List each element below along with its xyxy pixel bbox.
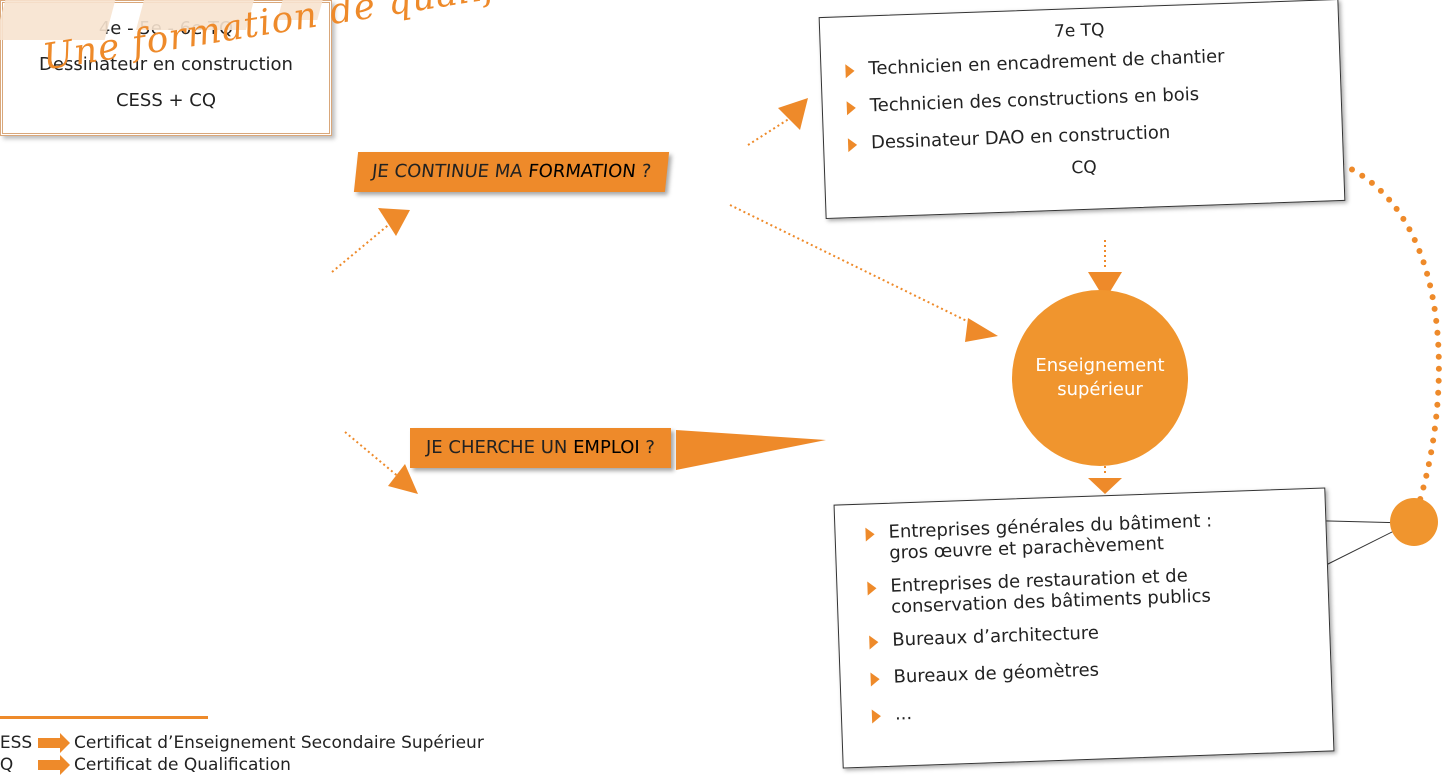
job-banner-pointer bbox=[676, 430, 826, 470]
list-item: Technicien en encadrement de chantier bbox=[845, 42, 1339, 80]
chevron-right-icon bbox=[869, 635, 879, 650]
chevron-right-icon bbox=[846, 100, 857, 116]
legend-abbr: CQ bbox=[0, 755, 14, 775]
chevron-right-icon bbox=[865, 527, 875, 542]
job-item-4: Bureaux de géomètres bbox=[893, 659, 1100, 688]
legend-row: CQ Certificat de Qualification bbox=[0, 754, 484, 776]
chevron-right-icon bbox=[845, 63, 855, 79]
higher-ed-line1: Enseignement bbox=[1035, 355, 1165, 376]
seventh-item-1: Technicien en encadrement de chantier bbox=[868, 46, 1225, 80]
chevron-right-icon bbox=[847, 137, 858, 153]
legend-meaning: Certificat d’Enseignement Secondaire Sup… bbox=[74, 733, 484, 753]
list-item: Bureaux de géomètres bbox=[870, 651, 1330, 688]
list-item: Dessinateur DAO en construction bbox=[847, 116, 1342, 154]
higher-education-circle: Enseignement supérieur bbox=[1012, 290, 1188, 466]
seventh-item-2: Technicien des constructions en bois bbox=[869, 83, 1200, 117]
job-item-5: ... bbox=[894, 703, 913, 725]
legend-meaning: Certificat de Qualification bbox=[74, 755, 291, 775]
jobs-box: Entreprises générales du bâtiment :gros … bbox=[833, 487, 1335, 769]
chevron-right-icon bbox=[870, 672, 880, 687]
job-item-3: Bureaux d’architecture bbox=[891, 622, 1100, 651]
list-item: Entreprises générales du bâtiment :gros … bbox=[865, 507, 1326, 565]
list-item: ... bbox=[871, 688, 1332, 725]
legend: CESS Certificat d’Enseignement Secondair… bbox=[0, 732, 484, 776]
legend-rule bbox=[0, 716, 208, 719]
job-banner-prefix: JE CHERCHE UN bbox=[426, 437, 574, 458]
job-banner: JE CHERCHE UN EMPLOI ? bbox=[410, 428, 671, 468]
list-item: Technicien des constructions en bois bbox=[846, 79, 1340, 117]
connector-circle bbox=[1390, 498, 1438, 546]
higher-ed-line2: supérieur bbox=[1057, 379, 1143, 400]
job-banner-suffix: ? bbox=[639, 437, 655, 458]
start-cert: CESS + CQ bbox=[115, 90, 217, 111]
seventh-item-3: Dessinateur DAO en construction bbox=[870, 121, 1171, 154]
list-item: Bureaux d’architecture bbox=[869, 614, 1329, 651]
start-title: Dessinateur en construction bbox=[39, 54, 293, 75]
seventh-year-box: 7e TQ Technicien en encadrement de chant… bbox=[818, 0, 1346, 220]
continue-banner-suffix: ? bbox=[634, 161, 653, 182]
seventh-cert: CQ bbox=[1071, 157, 1098, 179]
job-banner-keyword: EMPLOI bbox=[573, 437, 640, 458]
chevron-right-icon bbox=[871, 709, 882, 724]
legend-row: CESS Certificat d’Enseignement Secondair… bbox=[0, 732, 484, 754]
arrow-right-icon bbox=[38, 755, 70, 775]
chevron-right-icon bbox=[867, 581, 877, 596]
legend-abbr: CESS bbox=[0, 733, 33, 753]
continue-banner-keyword: FORMATION bbox=[527, 161, 637, 182]
continue-banner-prefix: JE CONTINUE MA bbox=[370, 161, 530, 182]
continue-banner: JE CONTINUE MA FORMATION ? bbox=[353, 152, 670, 192]
arrow-right-icon bbox=[38, 733, 70, 753]
